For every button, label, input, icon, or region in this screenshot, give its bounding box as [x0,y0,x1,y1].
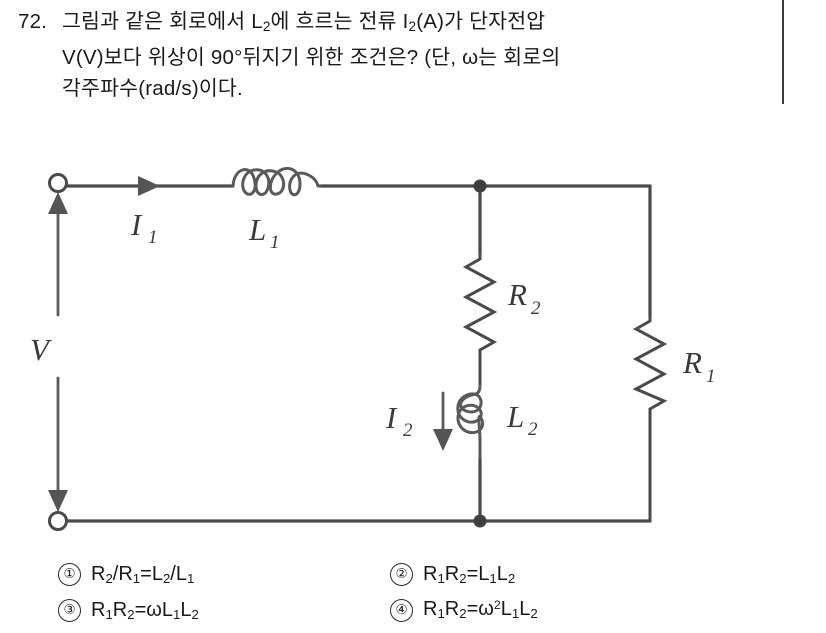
label-current-i2-sub: 2 [403,420,413,441]
choice-text-4: R1R2=ω2L1L2 [423,598,538,622]
junction-node-top [473,179,487,193]
question-number: 72. [18,10,48,33]
choice-number-1: ① [58,562,81,586]
question-text-line-2: V(V)보다 위상이 90°뒤지기 위한 조건은? (단, ω는 회로의 [62,45,561,69]
label-current-i1: I [130,207,143,242]
question-block: 72. 그림과 같은 회로에서 L2에 흐르는 전류 I2(A)가 단자전압 V… [18,6,763,104]
label-inductor-l1: L [248,212,266,247]
terminal-top-icon [48,173,68,193]
choice-number-2: ② [390,562,413,586]
inductor-L1-coil-path [231,167,322,197]
choice-text-2: R1R2=L1L2 [423,562,516,586]
label-resistor-r1-sub: 1 [706,366,716,387]
label-inductor-l1-sub: 1 [270,232,280,253]
voltage-arrow-down-head-icon [48,490,68,512]
choice-number-4: ④ [390,598,413,622]
label-source-voltage: V [30,332,52,367]
choice-text-1: R2/R1=L2/L1 [91,562,195,586]
resistor-R2-icon [462,253,498,385]
choice-option-2[interactable]: ② R1R2=L1L2 [374,562,718,586]
resistor-R1-icon [632,315,668,521]
label-current-i1-sub: 1 [148,227,158,248]
inductor-L2-icon [456,383,485,462]
choice-option-4[interactable]: ④ R1R2=ω2L1L2 [374,598,718,622]
label-resistor-r2: R [507,277,527,312]
question-text-line-1: 그림과 같은 회로에서 L2에 흐르는 전류 I2(A)가 단자전압 [62,10,546,34]
label-inductor-l2-sub: 2 [528,419,538,440]
question-line-2: V(V)보다 위상이 90°뒤지기 위한 조건은? (단, ω는 회로의 [18,42,763,73]
choice-row-2: ③ R1R2=ωL1L2 ④ R1R2=ω2L1L2 [18,592,718,628]
choice-text-3: R1R2=ωL1L2 [91,598,199,622]
page-divider-rule [782,0,784,104]
answer-choices: ① R2/R1=L2/L1 ② R1R2=L1L2 ③ R1R2=ωL1L2 ④… [18,556,718,628]
current-i1-arrow-icon [138,176,160,196]
label-inductor-l2: L [506,399,524,434]
choice-option-3[interactable]: ③ R1R2=ωL1L2 [18,598,374,622]
voltage-arrow-up-head-icon [48,192,68,214]
circuit-diagram: V I 1 L 1 R 2 I 2 L 2 R 1 [0,130,760,550]
inductor-L2-coil-path [456,383,485,462]
choice-number-3: ③ [58,598,81,622]
label-resistor-r2-sub: 2 [531,298,541,319]
label-current-i2: I [385,400,398,435]
choice-row-1: ① R2/R1=L2/L1 ② R1R2=L1L2 [18,556,718,592]
question-line-3: 각주파수(rad/s)이다. [18,73,763,104]
current-i2-arrow-head-icon [433,429,453,451]
junction-node-bottom [473,514,487,528]
inductor-L1-icon [231,167,322,197]
label-resistor-r1: R [682,345,702,380]
choice-option-1[interactable]: ① R2/R1=L2/L1 [18,562,374,586]
question-line-1: 72. 그림과 같은 회로에서 L2에 흐르는 전류 I2(A)가 단자전압 [18,6,763,42]
terminal-bottom-icon [48,511,68,531]
question-text-line-3: 각주파수(rad/s)이다. [62,76,243,100]
